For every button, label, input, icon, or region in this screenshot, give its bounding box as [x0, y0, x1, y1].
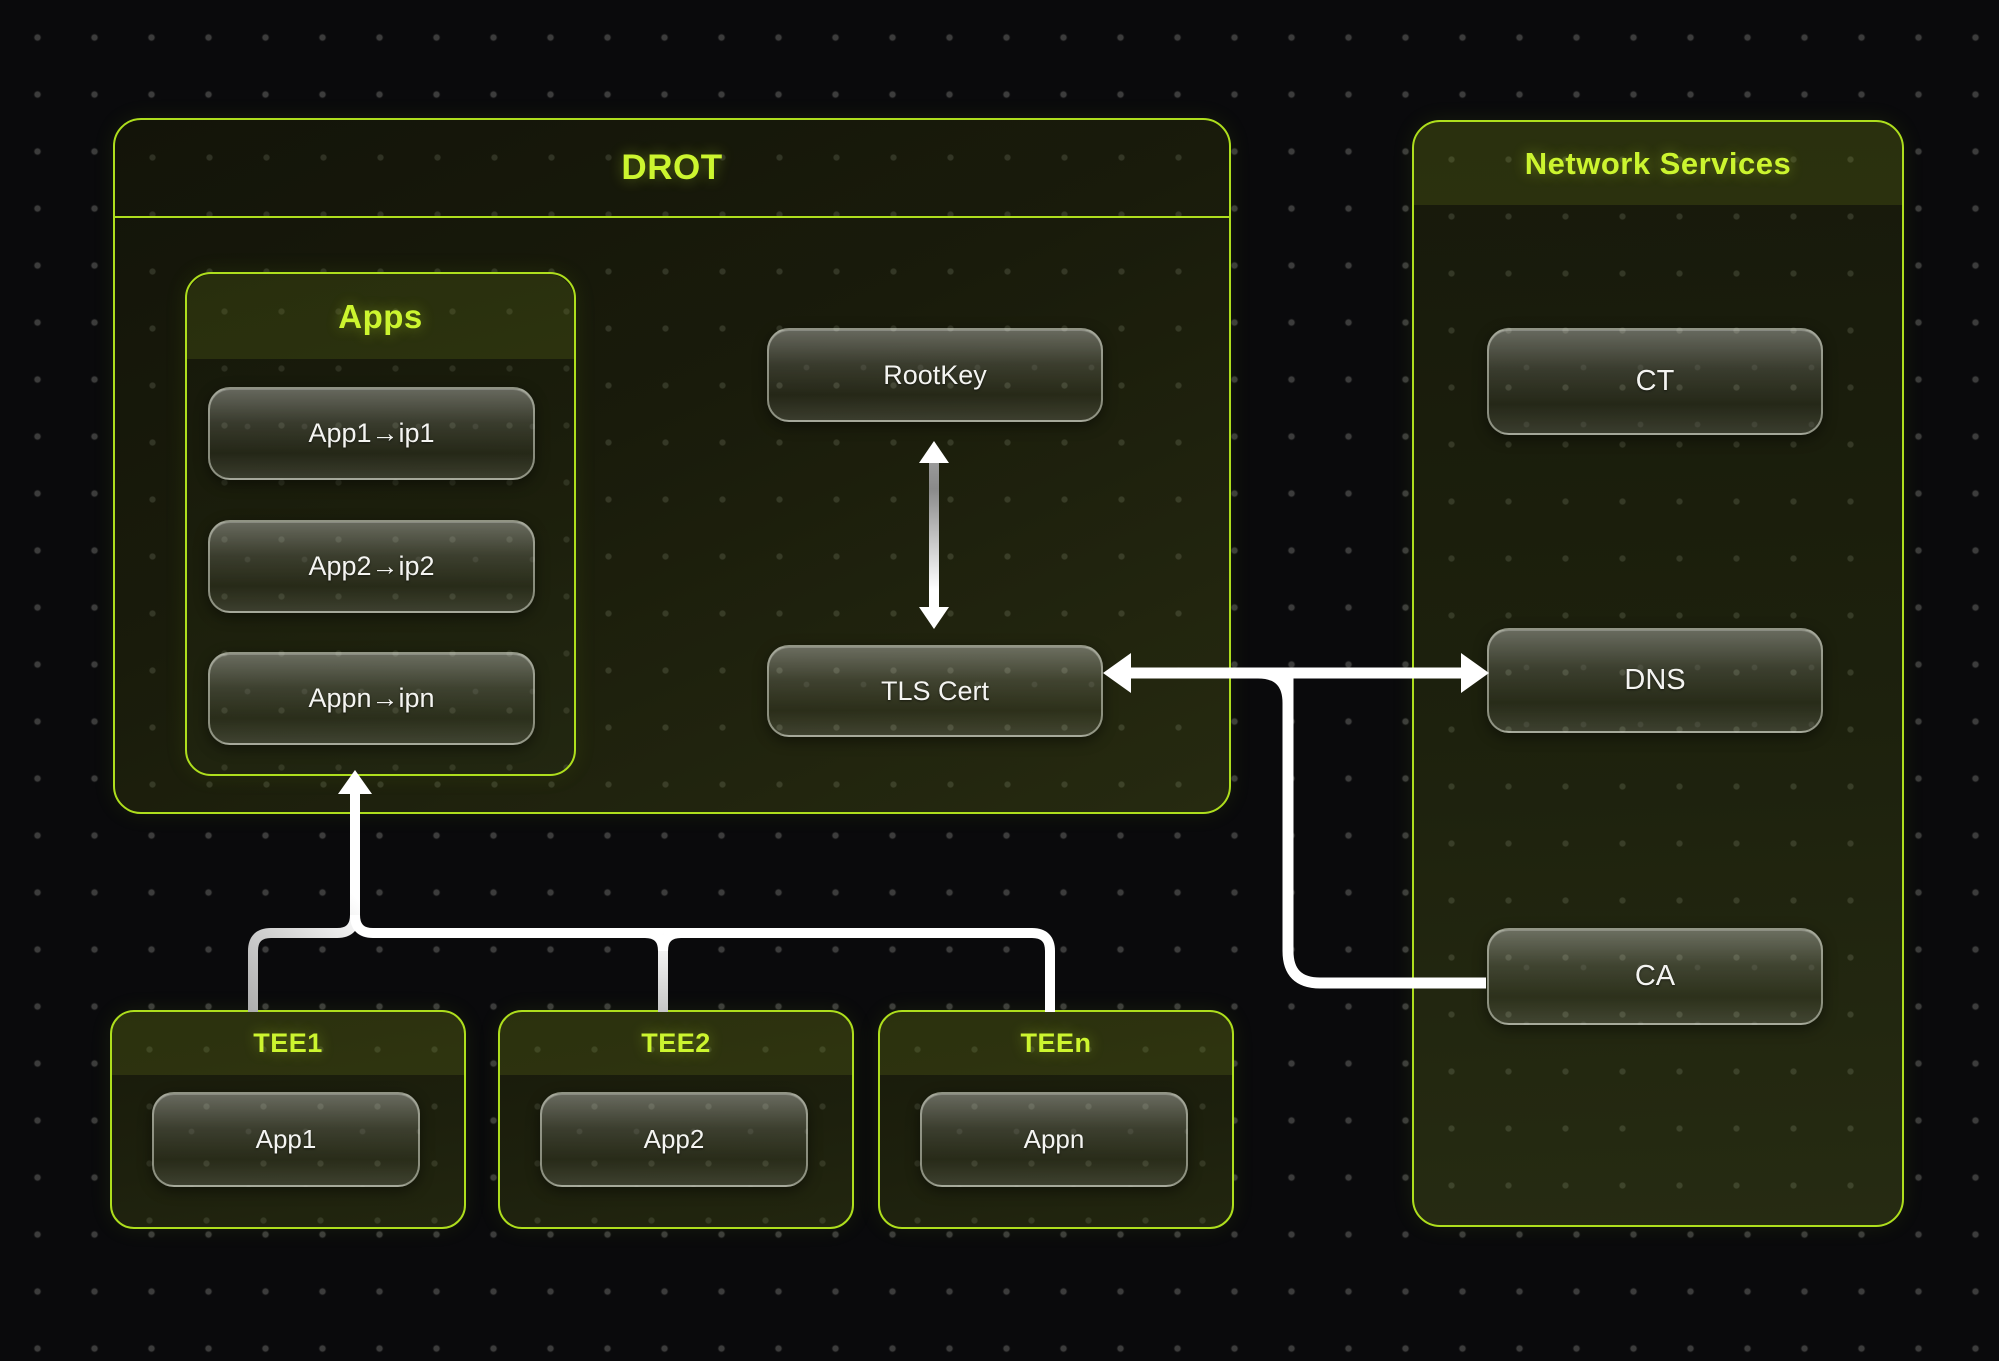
apps-panel: Apps [185, 272, 576, 776]
network-services-title: Network Services [1524, 145, 1792, 181]
tee2-app-node: App2 [540, 1092, 808, 1187]
app-mapping-label: Appn→ipn [308, 683, 435, 713]
teen-panel: TEEn [878, 1010, 1234, 1229]
app-mapping-label: App2→ip2 [308, 551, 435, 581]
app-mapping-row: App2→ip2 [208, 520, 535, 613]
ca-node: CA [1487, 928, 1823, 1025]
drot-title: DROT [621, 148, 723, 187]
apps-title: Apps [338, 297, 423, 335]
teen-header: TEEn [880, 1012, 1232, 1075]
tee1-panel: TEE1 [110, 1010, 466, 1229]
tee2-title: TEE2 [641, 1028, 711, 1058]
network-services-panel: Network Services [1412, 120, 1904, 1227]
teen-app-label: Appn [1023, 1124, 1085, 1154]
dns-node: DNS [1487, 628, 1823, 733]
teen-app-node: Appn [920, 1092, 1188, 1187]
tee1-app-node: App1 [152, 1092, 420, 1187]
ct-node: CT [1487, 328, 1823, 435]
rootkey-label: RootKey [883, 359, 987, 390]
tee1-branch-line [248, 790, 360, 1012]
network-services-header: Network Services [1414, 122, 1902, 205]
app-mapping-label: App1→ip1 [308, 418, 435, 448]
tee1-app-label: App1 [255, 1124, 317, 1154]
rootkey-node: RootKey [767, 328, 1103, 422]
drot-header: DROT [115, 120, 1229, 218]
apps-header: Apps [187, 274, 574, 359]
tee2-branch-fillet-right [658, 928, 682, 952]
teen-title: TEEn [1020, 1028, 1092, 1058]
tee1-header: TEE1 [112, 1012, 464, 1075]
dns-label: DNS [1624, 664, 1686, 696]
ct-label: CT [1635, 365, 1675, 397]
ca-label: CA [1634, 960, 1676, 992]
tls-cert-node: TLS Cert [767, 645, 1103, 737]
tee2-branch-fillet-left [644, 928, 668, 952]
ca-connector-fillet [1257, 667, 1294, 704]
app-mapping-row: App1→ip1 [208, 387, 535, 480]
tee2-app-label: App2 [643, 1124, 705, 1154]
app-mapping-row: Appn→ipn [208, 652, 535, 745]
tls-cert-label: TLS Cert [880, 675, 990, 706]
tee-merge-bus-line [350, 914, 1055, 1012]
tee1-title: TEE1 [253, 1028, 323, 1058]
tee2-panel: TEE2 [498, 1010, 854, 1229]
tee2-header: TEE2 [500, 1012, 852, 1075]
